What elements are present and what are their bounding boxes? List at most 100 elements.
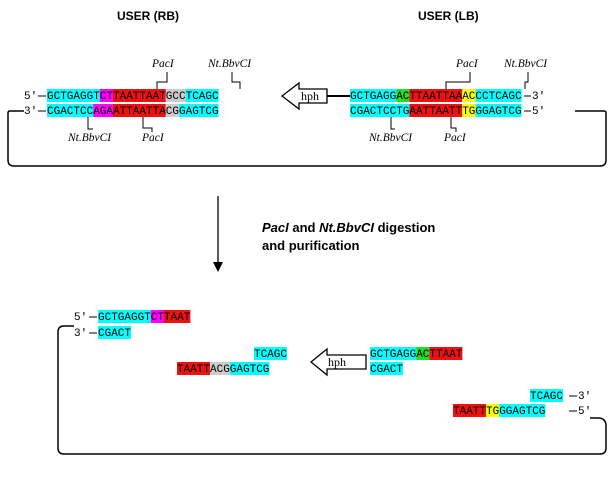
cassette-top: 5′ 3′ GCTGAGGTCTTAATTAATGCCTCAGC CGACTCC… bbox=[7, 58, 607, 167]
pac1-label-rb-top: PacI bbox=[151, 58, 175, 70]
header-user-lb: USER (LB) bbox=[418, 9, 479, 23]
pac1-label-lb-top: PacI bbox=[455, 58, 479, 70]
process-arrow-head bbox=[213, 262, 223, 272]
three-prime-label-lb: 3′ bbox=[532, 91, 545, 103]
seq-vector-left-bottom-highlight-0 bbox=[98, 326, 131, 339]
seq-rb-top: GCTGAGGTCTTAATTAATGCCTCAGC bbox=[47, 89, 219, 103]
seq-rb-bottom: CGACTCCAGAATTAATTACGGAGTCG bbox=[47, 104, 219, 118]
seq-rb-bottom-highlight-0 bbox=[47, 104, 94, 117]
seq-vector-right-bottom: TAATTTGGGAGTCG bbox=[453, 404, 546, 418]
seq-insert-right-top: GCTGAGGACTTAAT bbox=[370, 347, 463, 361]
seq-lb-top-highlight-3 bbox=[462, 89, 476, 102]
seq-lb-bottom-highlight-1 bbox=[409, 104, 463, 117]
seq-insert-left-bottom-text: TAATTACGGAGTCG bbox=[177, 364, 269, 376]
seq-lb-top-text: GCTGAGGACTTAATTAAACCCTCAGC bbox=[350, 91, 522, 103]
pac1-label-rb-bottom: PacI bbox=[141, 132, 165, 144]
step-line-1: PacI and Nt.BbvCI digestion bbox=[262, 220, 435, 235]
seq-insert-left-bottom-highlight-2 bbox=[229, 362, 270, 375]
seq-insert-left-bottom-highlight-1 bbox=[210, 362, 230, 375]
bbvci-label-rb-bottom: Nt.BbvCI bbox=[67, 132, 112, 144]
seq-lb-bottom-highlight-3 bbox=[475, 104, 522, 117]
seq-insert-left-top-text: TCAGC bbox=[254, 349, 287, 361]
seq-vector-right-top-highlight-0 bbox=[530, 389, 563, 402]
digestion-products: 5′ 3′ GCTGAGGTCTTAAT CGACT TCAGC TAATTAC… bbox=[57, 310, 607, 455]
hph-label-top: hph bbox=[301, 89, 319, 103]
seq-lb-top: GCTGAGGACTTAATTAAACCCTCAGC bbox=[350, 89, 522, 103]
seq-insert-right-bottom-text: CGACT bbox=[370, 364, 403, 376]
seq-lb-top-highlight-0 bbox=[350, 89, 397, 102]
vector-backbone-top bbox=[7, 110, 607, 167]
three-prime-label-rb: 3′ bbox=[24, 106, 37, 118]
seq-lb-bottom-highlight-2 bbox=[462, 104, 476, 117]
seq-insert-right-top-text: GCTGAGGACTTAAT bbox=[370, 349, 463, 361]
seq-vector-right-top-text: TCAGC bbox=[530, 391, 563, 403]
header-user-rb: USER (RB) bbox=[117, 9, 179, 23]
step-enzyme-pac1: PacI bbox=[262, 220, 289, 235]
seq-lb-bottom: CGACTCCTGAATTAATTTGGGAGTCG bbox=[350, 104, 522, 118]
hph-gene-arrow-product bbox=[309, 347, 367, 377]
seq-vector-right-bottom-highlight-1 bbox=[486, 404, 500, 417]
seq-vector-right-bottom-highlight-2 bbox=[499, 404, 546, 417]
seq-rb-bottom-highlight-2 bbox=[113, 104, 166, 117]
seq-vector-left-top-highlight-0 bbox=[98, 310, 151, 323]
bbvci-label-lb-top: Nt.BbvCI bbox=[503, 58, 548, 70]
seq-vector-right-bottom-highlight-0 bbox=[453, 404, 486, 417]
pac1-marker-lb-top bbox=[445, 72, 471, 89]
pac1-marker-rb-top bbox=[156, 72, 168, 89]
seq-vector-right-bottom-text: TAATTTGGGAGTCG bbox=[453, 406, 545, 418]
seq-insert-right-bottom-highlight-0 bbox=[370, 362, 403, 375]
seq-lb-bottom-text: CGACTCCTGAATTAATTTGGGAGTCG bbox=[350, 106, 522, 118]
seq-insert-right-top-highlight-0 bbox=[370, 347, 417, 360]
seq-lb-top-highlight-2 bbox=[409, 89, 463, 102]
seq-lb-bottom-highlight-0 bbox=[350, 104, 410, 117]
seq-insert-right-top-highlight-2 bbox=[429, 347, 463, 360]
seq-rb-top-highlight-2 bbox=[113, 89, 166, 102]
five-prime-label-rb: 5′ bbox=[24, 91, 37, 103]
vector-backbone-product bbox=[57, 325, 607, 455]
step-line-2: and purification bbox=[262, 238, 360, 253]
seq-insert-right-top-highlight-1 bbox=[416, 347, 430, 360]
hph-label-product: hph bbox=[328, 355, 346, 369]
seq-rb-top-highlight-3 bbox=[165, 89, 186, 102]
step-enzyme-bbvci: Nt.BbvCI bbox=[319, 220, 374, 235]
bbvci-marker-rb-top bbox=[231, 72, 241, 89]
process-step: PacI and Nt.BbvCI digestion and purifica… bbox=[213, 196, 435, 272]
bbvci-marker-lb-bottom bbox=[390, 117, 395, 130]
step-and: and bbox=[289, 220, 319, 235]
bbvci-marker-rb-bottom bbox=[87, 117, 93, 130]
seq-vector-right-top: TCAGC bbox=[530, 389, 563, 403]
seq-vector-left-top-highlight-2 bbox=[164, 310, 191, 323]
seq-vector-left-top-text: GCTGAGGTCTTAAT bbox=[98, 312, 191, 324]
bbvci-label-lb-bottom: Nt.BbvCI bbox=[368, 132, 413, 144]
seq-insert-left-top-highlight-0 bbox=[254, 347, 287, 360]
seq-insert-left-bottom-highlight-0 bbox=[177, 362, 210, 375]
five-prime-label-lb: 5′ bbox=[532, 106, 545, 118]
seq-rb-bottom-text: CGACTCCAGAATTAATTACGGAGTCG bbox=[47, 106, 219, 118]
seq-vector-left-bottom-text: CGACT bbox=[98, 328, 131, 340]
bbvci-label-rb-top: Nt.BbvCI bbox=[207, 58, 252, 70]
seq-insert-right-bottom: CGACT bbox=[370, 362, 403, 376]
seq-vector-left-bottom: CGACT bbox=[98, 326, 131, 340]
seq-insert-left-top: TCAGC bbox=[254, 347, 287, 361]
seq-vector-left-top: GCTGAGGTCTTAAT bbox=[98, 310, 191, 324]
seq-rb-top-highlight-4 bbox=[185, 89, 219, 102]
seq-vector-left-top-highlight-1 bbox=[150, 310, 164, 323]
seq-rb-bottom-highlight-4 bbox=[179, 104, 219, 117]
three-prime-label-product: 3′ bbox=[74, 328, 87, 340]
bbvci-marker-lb-top bbox=[524, 72, 529, 89]
pac1-marker-lb-bottom bbox=[450, 117, 457, 132]
five-prime-label-product: 5′ bbox=[74, 312, 87, 324]
five-prime-label-product-right: 5′ bbox=[578, 406, 591, 418]
seq-rb-bottom-highlight-3 bbox=[165, 104, 179, 117]
hph-gene-arrow bbox=[280, 81, 328, 111]
seq-insert-left-bottom: TAATTACGGAGTCG bbox=[177, 362, 270, 376]
pac1-label-lb-bottom: PacI bbox=[443, 132, 467, 144]
step-digestion: digestion bbox=[374, 220, 435, 235]
seq-lb-top-highlight-4 bbox=[475, 89, 522, 102]
seq-rb-bottom-highlight-1 bbox=[93, 104, 113, 117]
seq-rb-top-highlight-0 bbox=[47, 89, 100, 102]
three-prime-label-product-right: 3′ bbox=[578, 391, 591, 403]
pac1-marker-rb-bottom bbox=[142, 117, 153, 132]
seq-rb-top-highlight-1 bbox=[99, 89, 113, 102]
